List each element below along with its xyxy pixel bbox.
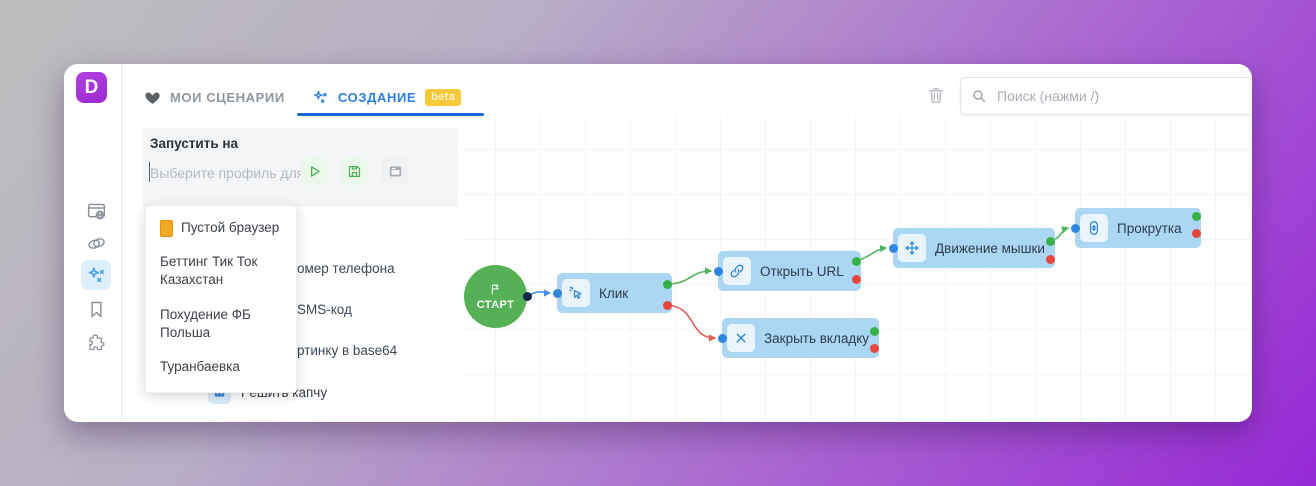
port-close-tab-success[interactable]: [870, 327, 879, 336]
run-panel: Запустить на: [143, 128, 458, 207]
bookmarks-icon[interactable]: [81, 294, 111, 324]
run-play-button[interactable]: [301, 158, 328, 185]
port-click-fail[interactable]: [663, 301, 672, 310]
port-open-url-fail[interactable]: [852, 275, 861, 284]
flow-node-mouse-move[interactable]: Движение мышки: [893, 228, 1055, 268]
app-logo[interactable]: D: [76, 72, 107, 103]
search-icon: [973, 90, 985, 102]
port-click-in[interactable]: [553, 289, 562, 298]
port-scroll-success[interactable]: [1192, 212, 1201, 221]
block-item-partial[interactable]: ртинку в base64: [297, 343, 398, 358]
port-scroll-fail[interactable]: [1192, 229, 1201, 238]
search-box: [960, 77, 1252, 115]
port-start-out[interactable]: [523, 292, 532, 301]
block-item-partial[interactable]: омер телефона: [297, 261, 395, 276]
tab-creation-label: СОЗДАНИЕ: [338, 89, 417, 105]
dropdown-item-label: Туранбаевка: [160, 359, 240, 375]
dropdown-item-label: Похудение ФБ Польша: [160, 306, 251, 340]
text-caret: [149, 162, 150, 182]
trash-icon[interactable]: [926, 85, 948, 107]
tab-creation[interactable]: СОЗДАНИЕ beta: [312, 84, 462, 110]
port-close-tab-fail[interactable]: [870, 344, 879, 353]
port-mouse-move-success[interactable]: [1046, 237, 1055, 246]
tab-my-scenarios-label: МОИ СЦЕНАРИИ: [170, 89, 285, 105]
icon-rail: D: [64, 64, 122, 422]
run-panel-title: Запустить на: [150, 136, 239, 151]
dropdown-item[interactable]: Похудение ФБ Польша: [146, 298, 296, 350]
logs-icon: [389, 166, 402, 177]
proxy-links-icon[interactable]: [81, 228, 111, 258]
flow-node-open-url[interactable]: Открыть URL: [718, 251, 861, 291]
port-open-url-success[interactable]: [852, 257, 861, 266]
dropdown-item[interactable]: Беттинг Тик Ток Казахстан: [146, 245, 296, 297]
sparkles-icon: [314, 90, 327, 103]
empty-browser-icon: [160, 219, 173, 237]
flow-node-close-tab[interactable]: Закрыть вкладку: [722, 318, 879, 358]
scroll-icon: [1080, 214, 1108, 242]
node-label: Открыть URL: [760, 263, 844, 279]
port-open-url-in[interactable]: [714, 267, 723, 276]
block-item-partial[interactable]: SMS-код: [297, 302, 352, 317]
cursor-click-icon: [562, 279, 590, 307]
dropdown-item[interactable]: Туранбаевка: [146, 350, 296, 384]
close-icon: [727, 324, 755, 352]
app-window: D: [64, 64, 1252, 422]
profile-select-input[interactable]: [150, 160, 310, 186]
dropdown-item-label: Пустой браузер: [181, 220, 280, 235]
dropdown-item-label: Беттинг Тик Ток Казахстан: [160, 254, 258, 288]
automation-sparkles-icon[interactable]: [81, 260, 111, 290]
heart-icon: [145, 92, 160, 104]
move-icon: [898, 234, 926, 262]
search-input[interactable]: [995, 87, 1249, 105]
flow-node-start[interactable]: СТАРТ: [464, 265, 527, 328]
profile-dropdown: Пустой браузер Беттинг Тик Ток Казахстан…: [145, 205, 297, 394]
port-scroll-in[interactable]: [1071, 224, 1080, 233]
port-close-tab-in[interactable]: [718, 334, 727, 343]
port-click-success[interactable]: [663, 280, 672, 289]
beta-badge: beta: [425, 88, 462, 106]
logs-button[interactable]: [382, 158, 409, 185]
browser-profiles-icon[interactable]: [81, 196, 111, 226]
flag-icon: [491, 284, 499, 295]
tab-my-scenarios[interactable]: МОИ СЦЕНАРИИ: [144, 84, 285, 110]
extensions-puzzle-icon[interactable]: [81, 327, 111, 357]
save-icon: [348, 165, 361, 178]
node-label: Клик: [599, 285, 629, 301]
flow-node-click[interactable]: Клик: [557, 273, 672, 313]
save-scenario-button[interactable]: [341, 158, 368, 185]
node-label: Закрыть вкладку: [764, 330, 870, 346]
play-icon: [311, 166, 320, 177]
node-label: Движение мышки: [935, 240, 1045, 256]
port-mouse-move-in[interactable]: [889, 244, 898, 253]
port-mouse-move-fail[interactable]: [1046, 255, 1055, 264]
start-node-label: СТАРТ: [476, 299, 515, 311]
dropdown-item-empty-browser[interactable]: Пустой браузер: [146, 211, 296, 245]
link-icon: [723, 257, 751, 285]
active-tab-underline: [297, 113, 484, 116]
node-label: Прокрутка: [1117, 220, 1182, 236]
flow-node-scroll[interactable]: Прокрутка: [1075, 208, 1201, 248]
